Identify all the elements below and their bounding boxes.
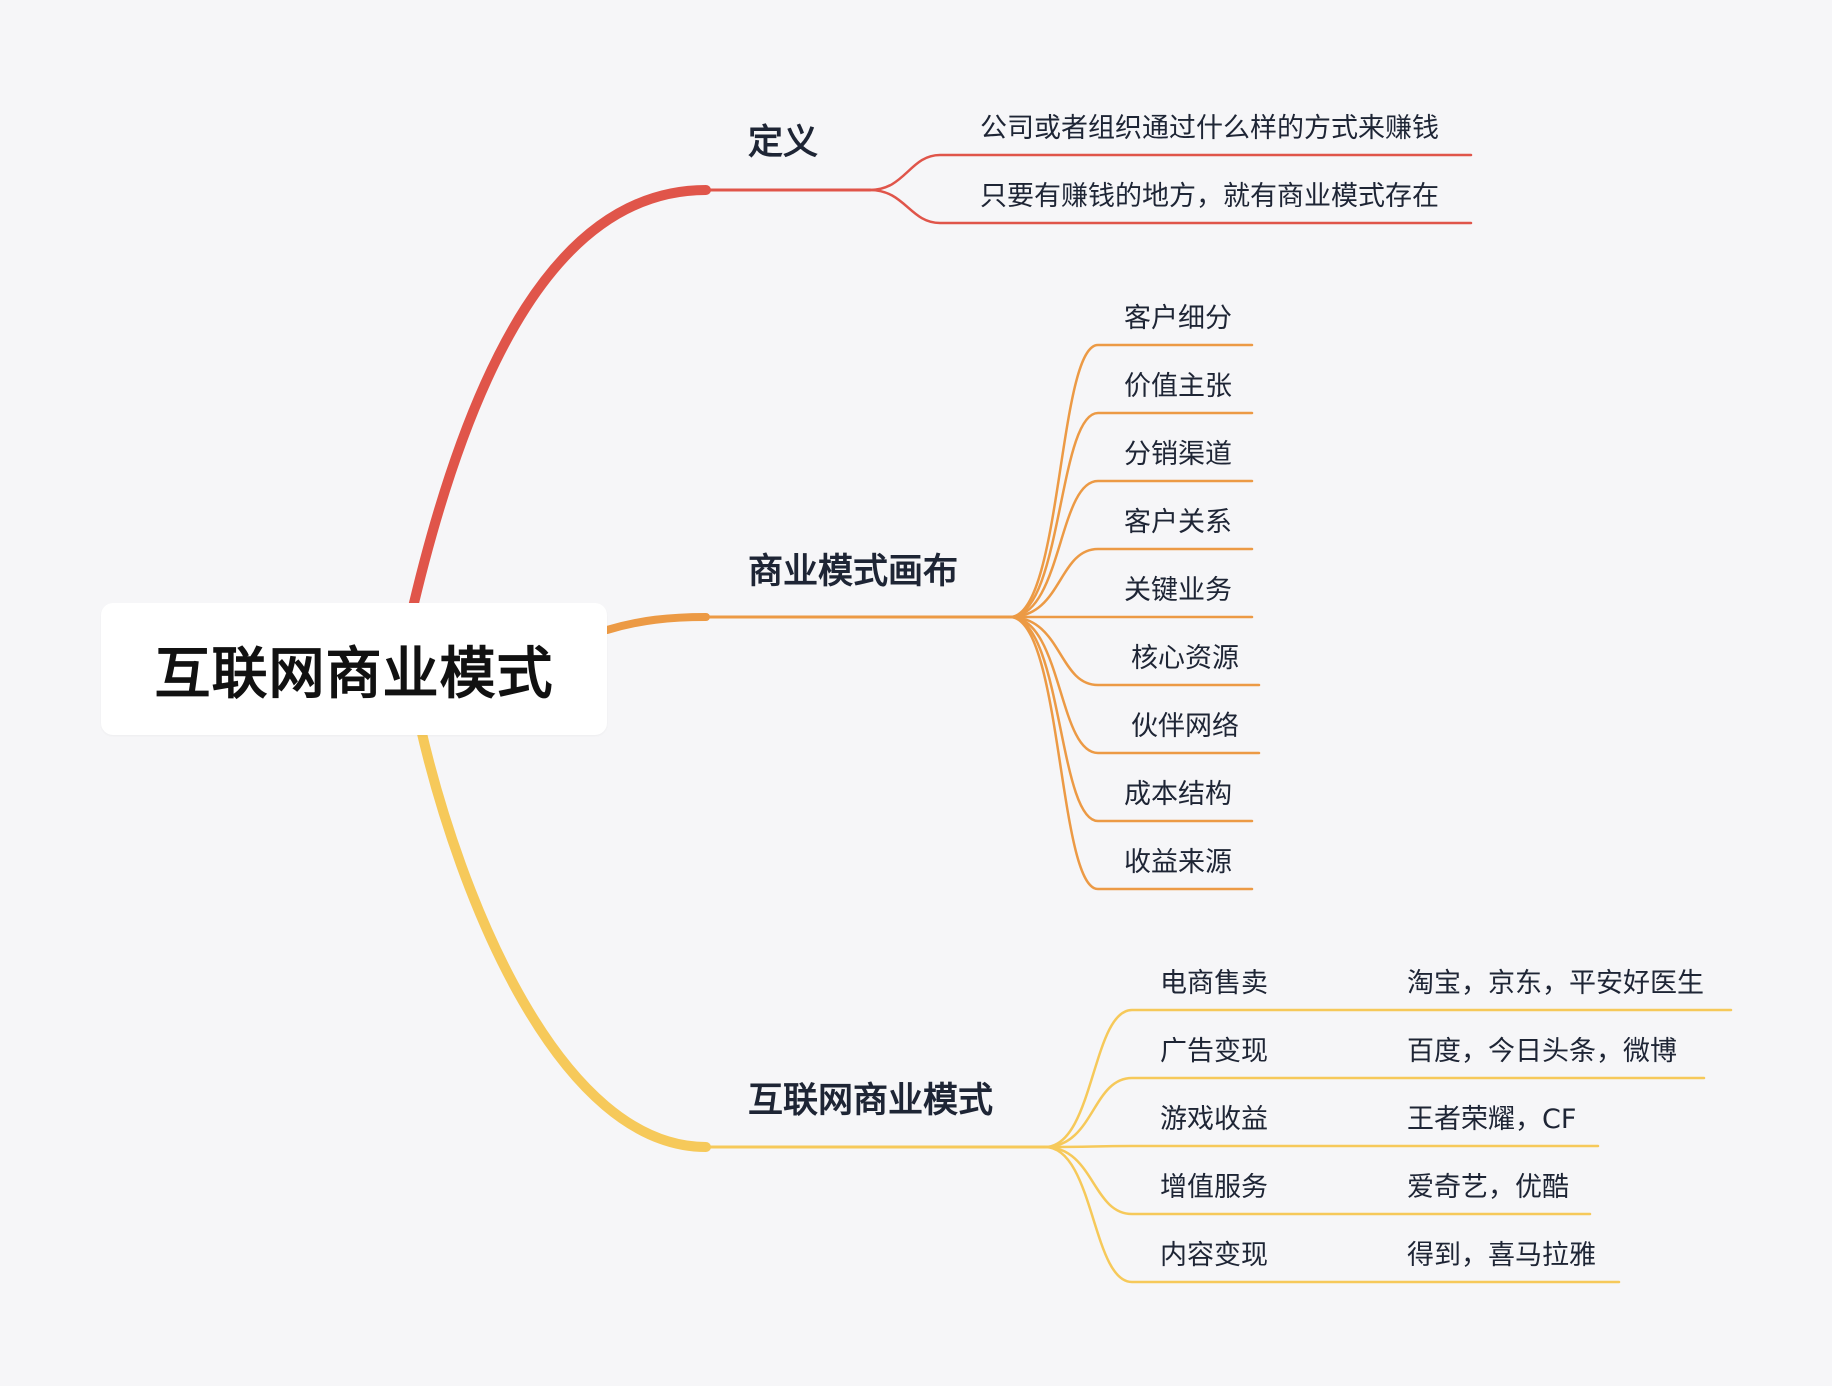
canvas-item[interactable]: 客户关系 <box>1124 507 1232 538</box>
model-examples[interactable]: 淘宝，京东，平安好医生 <box>1407 968 1704 999</box>
model-examples[interactable]: 爱奇艺，优酷 <box>1407 1172 1569 1203</box>
internet-child-line <box>1043 1076 1706 1149</box>
root-node[interactable]: 互联网商业模式 <box>101 603 607 735</box>
canvas-child-line <box>1008 615 1254 823</box>
model-examples[interactable]: 王者荣耀，CF <box>1407 1104 1577 1135</box>
definition-item[interactable]: 只要有赚钱的地方，就有商业模式存在 <box>980 181 1439 212</box>
root-to-internet-line <box>415 720 711 1152</box>
branch-business-canvas[interactable]: 商业模式画布 <box>748 552 959 592</box>
canvas-child-line <box>1008 615 1261 687</box>
canvas-child-line <box>1008 615 1254 891</box>
root-to-definition-line <box>405 185 711 625</box>
internet-child-line <box>1043 1145 1592 1216</box>
branch-definition[interactable]: 定义 <box>748 123 819 163</box>
canvas-child-line <box>1008 411 1254 619</box>
canvas-item[interactable]: 价值主张 <box>1124 371 1232 402</box>
canvas-item[interactable]: 收益来源 <box>1124 847 1232 878</box>
canvas-item[interactable]: 成本结构 <box>1124 779 1232 810</box>
canvas-child-line <box>1008 343 1254 619</box>
model-type[interactable]: 游戏收益 <box>1160 1104 1268 1135</box>
definition-child-line <box>868 188 1473 225</box>
internet-child-line <box>1043 1144 1600 1149</box>
root-to-canvas-line <box>603 613 710 634</box>
model-examples[interactable]: 得到，喜马拉雅 <box>1407 1240 1596 1271</box>
canvas-item[interactable]: 分销渠道 <box>1124 439 1232 470</box>
canvas-item[interactable]: 关键业务 <box>1124 575 1232 606</box>
model-examples[interactable]: 百度，今日头条，微博 <box>1407 1036 1677 1067</box>
root-node-label: 互联网商业模式 <box>154 641 554 707</box>
canvas-item[interactable]: 伙伴网络 <box>1131 711 1239 742</box>
model-type[interactable]: 广告变现 <box>1160 1036 1268 1067</box>
definition-item[interactable]: 公司或者组织通过什么样的方式来赚钱 <box>980 113 1439 144</box>
canvas-child-line <box>1008 547 1254 619</box>
model-type[interactable]: 内容变现 <box>1160 1240 1268 1271</box>
canvas-item[interactable]: 核心资源 <box>1131 643 1239 674</box>
branch-internet-models[interactable]: 互联网商业模式 <box>748 1081 994 1121</box>
canvas-child-line <box>1008 479 1254 619</box>
internet-child-line <box>1043 1145 1621 1284</box>
internet-child-line <box>1043 1008 1733 1149</box>
canvas-item[interactable]: 客户细分 <box>1124 303 1232 334</box>
canvas-child-line <box>1008 615 1261 755</box>
model-type[interactable]: 电商售卖 <box>1160 968 1268 999</box>
definition-child-line <box>868 153 1473 192</box>
model-type[interactable]: 增值服务 <box>1160 1172 1268 1203</box>
